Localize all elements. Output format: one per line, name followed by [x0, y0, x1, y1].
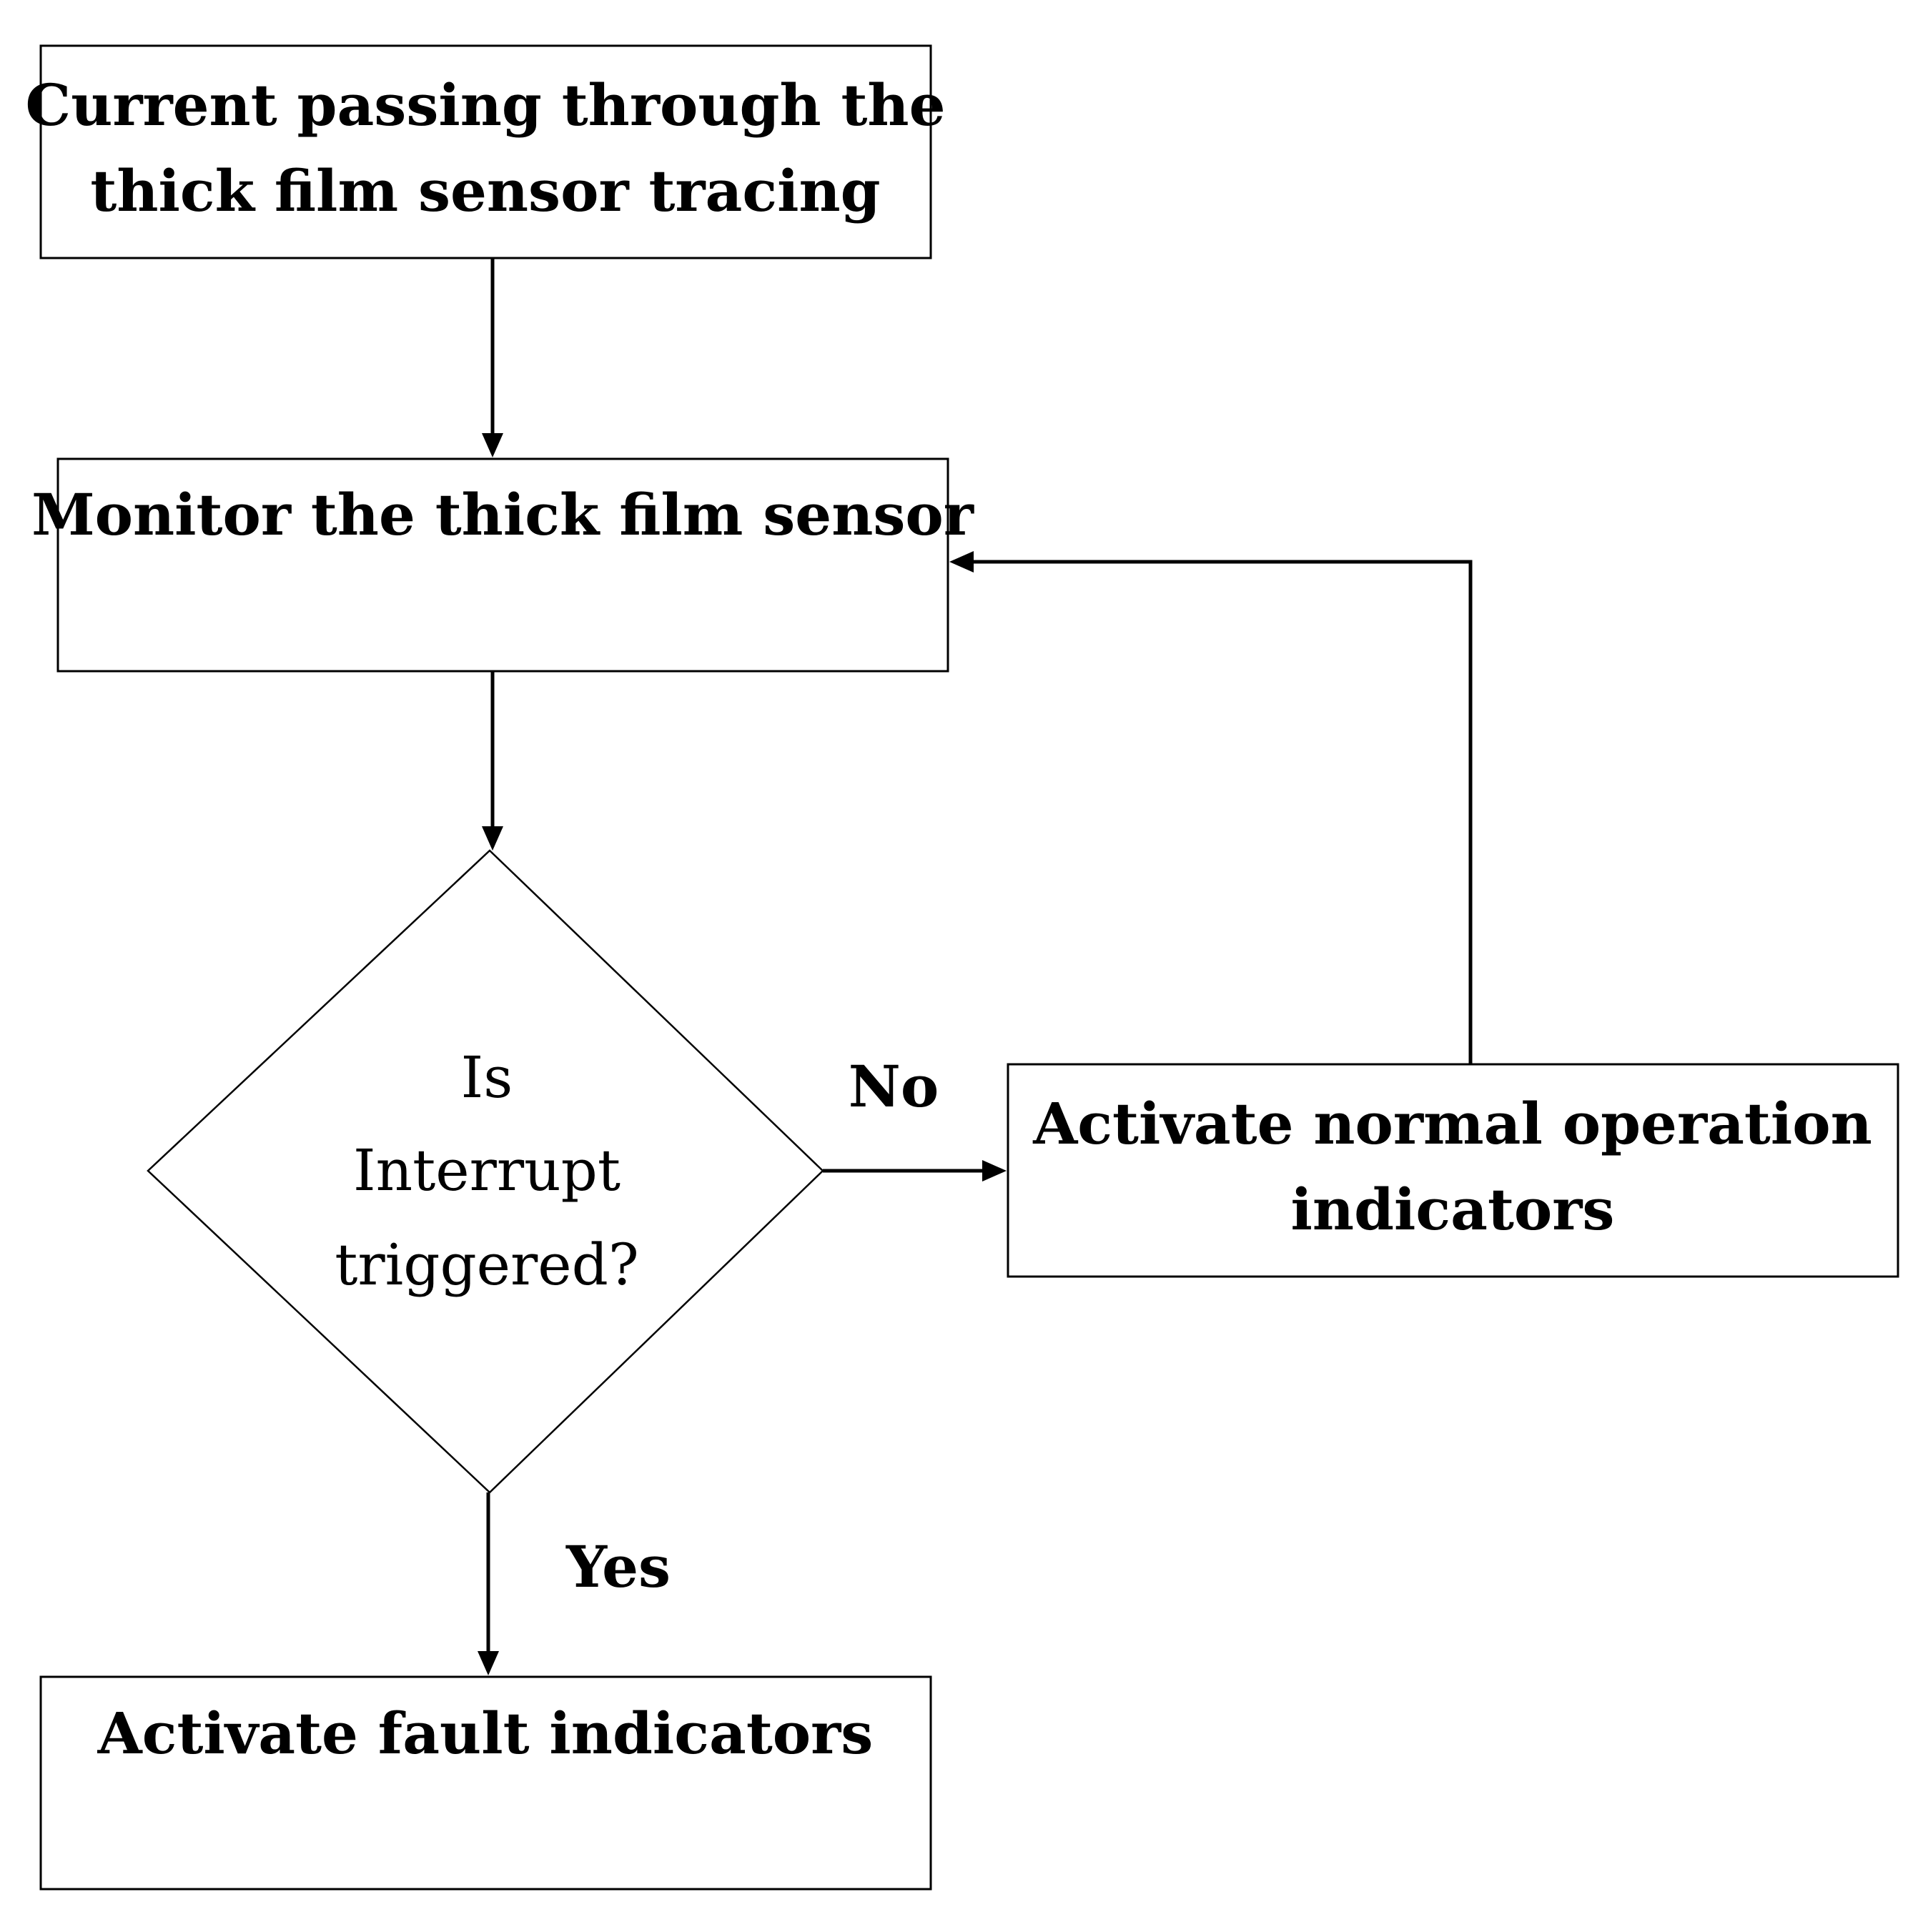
node-normal-operation-line2: indicators [1291, 1176, 1615, 1243]
arrowhead-right-icon [982, 1160, 1007, 1182]
edge-label-no: No [849, 1053, 939, 1120]
node-monitor-box [56, 457, 949, 673]
node-normal-operation: Activate normal operation indicators [1007, 1063, 1899, 1278]
edge-label-yes: Yes [565, 1533, 671, 1600]
edge-normal-to-monitor [949, 551, 1473, 1064]
decision-line1: Is [461, 1044, 513, 1111]
node-current-passing-line1: Current passing through the [26, 71, 946, 139]
node-normal-operation-box [1007, 1063, 1899, 1278]
decision-line3: triggered? [335, 1232, 638, 1298]
edge-monitor-to-decision [482, 671, 503, 851]
node-monitor-label: Monitor the thick film sensor [31, 481, 974, 548]
node-fault-indicators-box [39, 1675, 932, 1891]
arrowhead-down-icon [482, 433, 503, 457]
arrowhead-down-icon [482, 826, 503, 851]
arrowhead-down-icon [478, 1651, 499, 1675]
node-decision: Is Interrupt triggered? [147, 849, 824, 1494]
edge-decision-to-normal: No [823, 1053, 1007, 1182]
edge-start-to-monitor [482, 258, 503, 457]
decision-line2: Interrupt [353, 1137, 621, 1204]
node-fault-indicators: Activate fault indicators [39, 1675, 932, 1891]
node-monitor: Monitor the thick film sensor [31, 457, 974, 673]
node-fault-indicators-label: Activate fault indicators [97, 1700, 874, 1767]
node-current-passing: Current passing through the thick film s… [26, 44, 946, 259]
edge-decision-to-fault: Yes [478, 1492, 671, 1675]
node-current-passing-box [39, 44, 932, 259]
node-current-passing-line2: thick film sensor tracing [90, 157, 880, 224]
node-normal-operation-line1: Activate normal operation [1032, 1090, 1872, 1157]
arrowhead-left-icon [949, 551, 974, 573]
